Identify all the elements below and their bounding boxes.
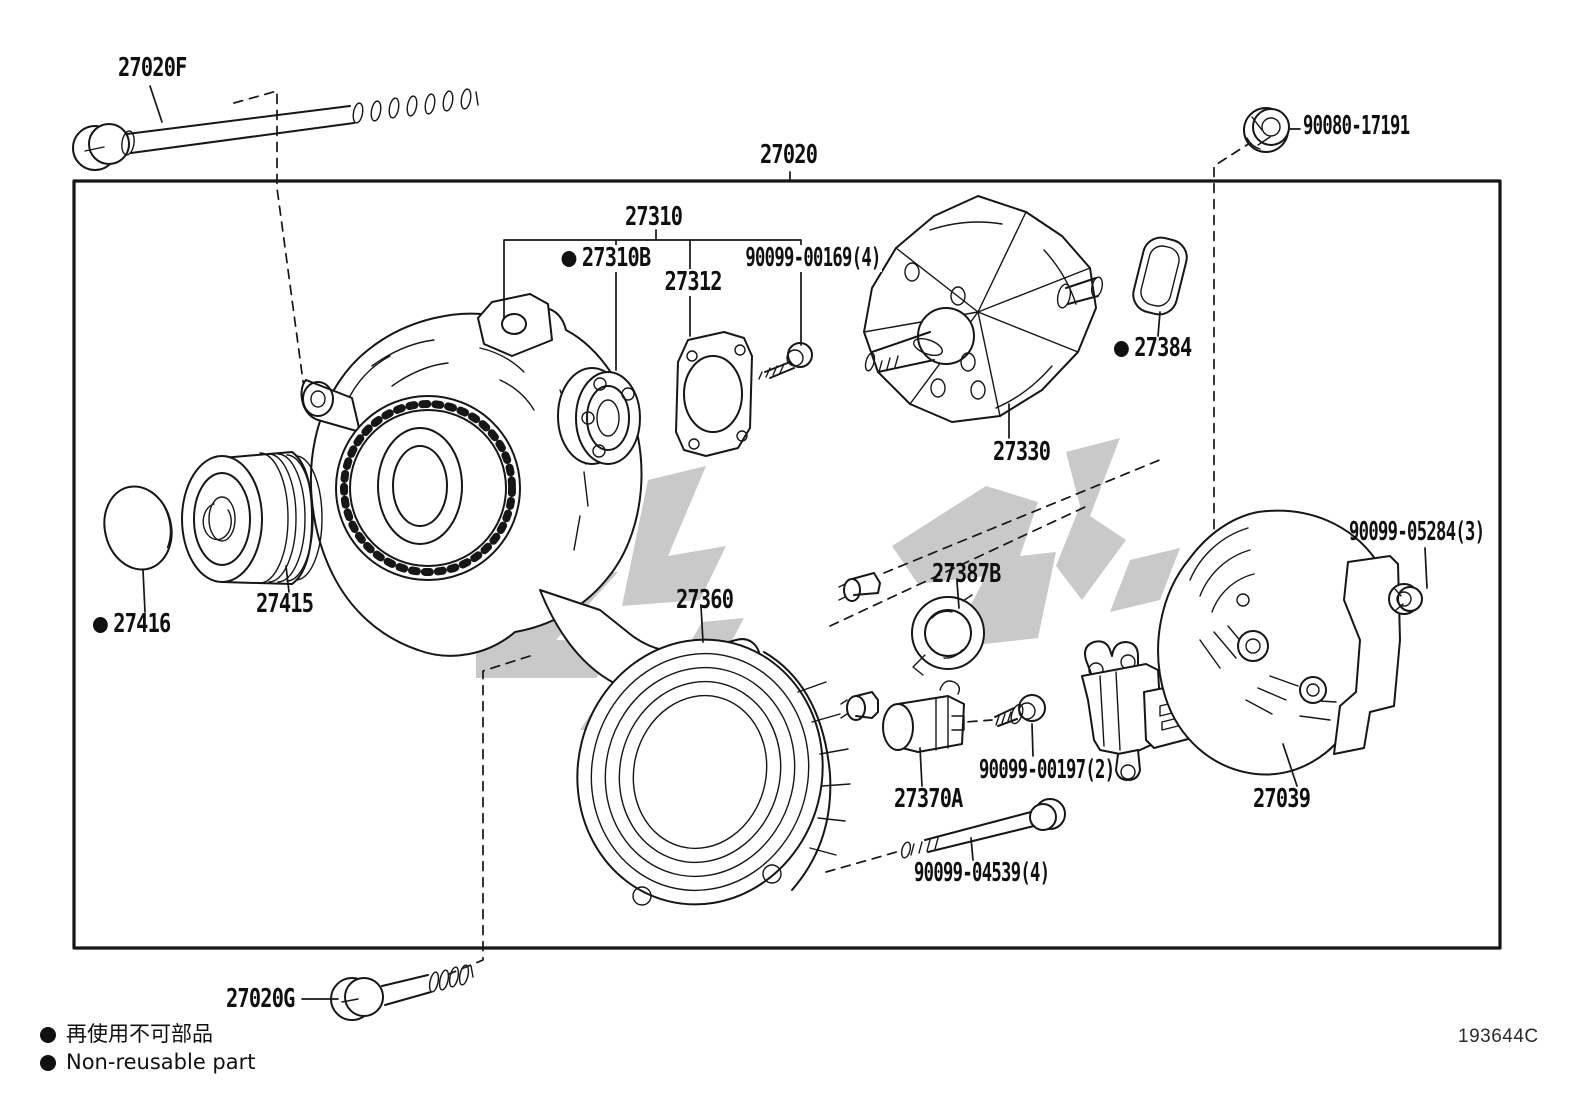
drawing-plug-bolt: [840, 691, 879, 721]
drawing-nut-90099-05284: [1388, 583, 1423, 615]
part-number-text: 27384: [1134, 333, 1192, 363]
drawing-bolt-27020f: [72, 88, 479, 171]
part-label-27039[interactable]: 27039: [1253, 784, 1311, 814]
drawing-bolt-27020g: [330, 964, 474, 1021]
drawing-nut-90080: [1243, 107, 1290, 153]
non-reusable-icon: [1114, 341, 1129, 357]
non-reusable-icon: [40, 1054, 56, 1071]
part-number-text: 27310B: [581, 243, 651, 273]
part-label-27312[interactable]: 27312: [663, 267, 724, 297]
part-label-27370a[interactable]: 27370A: [894, 784, 963, 814]
non-reusable-icon: [561, 251, 577, 267]
drawing-bolt-90099-00197: [994, 694, 1046, 727]
part-label-27416[interactable]: 27416: [93, 609, 171, 639]
part-number-text: 27416: [113, 609, 171, 639]
part-label-27020[interactable]: 27020: [760, 140, 818, 170]
part-label-27360[interactable]: 27360: [676, 585, 734, 615]
part-label-90099-04539[interactable]: 90099-04539(4): [914, 858, 1050, 888]
part-label-27310b[interactable]: 27310B: [560, 243, 652, 273]
part-label-27415[interactable]: 27415: [256, 589, 314, 619]
drawing-pulley: [181, 451, 323, 585]
drawing-terminal-plug: [838, 572, 881, 602]
part-label-27020g[interactable]: 27020G: [226, 984, 295, 1014]
drawing-rear-cover: [1157, 509, 1401, 776]
part-label-90080-17191[interactable]: 90080-17191: [1303, 111, 1410, 141]
legend-non-reusable-jp: 再使用不可部品: [40, 1024, 213, 1045]
part-label-27384[interactable]: 27384: [1114, 333, 1192, 363]
drawing-stator: [576, 638, 851, 906]
drawing-front-bracket: [300, 293, 761, 711]
drawing-rotor: [863, 195, 1104, 423]
drawing-pulley-cap: [103, 485, 173, 571]
drawing-bearing: [557, 367, 641, 465]
part-label-27310[interactable]: 27310: [625, 202, 683, 232]
part-label-27387b[interactable]: 27387B: [932, 559, 1001, 589]
drawing-retainer-plate: [675, 331, 753, 457]
non-reusable-icon: [93, 617, 108, 633]
legend-jp-text: 再使用不可部品: [66, 1022, 213, 1046]
drawing-brush-holder: [911, 594, 985, 676]
part-label-90099-00169[interactable]: 90099-00169(4): [744, 243, 883, 273]
part-label-27020f[interactable]: 27020F: [118, 53, 187, 83]
leader-lines: [142, 85, 1428, 1000]
drawing-noise-suppressor: [882, 680, 965, 753]
non-reusable-icon: [40, 1026, 56, 1043]
drawing-bolt-90099-04539: [900, 798, 1066, 859]
part-label-90099-05284[interactable]: 90099-05284(3): [1349, 517, 1485, 547]
diagram-frame-border: [72, 179, 1502, 950]
drawing-gasket: [1132, 236, 1188, 316]
page-code: 193644C: [1458, 1026, 1539, 1047]
part-label-90099-00197[interactable]: 90099-00197(2): [979, 755, 1115, 785]
legend-en-text: Non-reusable part: [66, 1050, 256, 1074]
legend-non-reusable-en: Non-reusable part: [40, 1052, 255, 1073]
drawing-bolt-90099-00169: [758, 342, 813, 380]
part-label-27330[interactable]: 27330: [993, 437, 1051, 467]
